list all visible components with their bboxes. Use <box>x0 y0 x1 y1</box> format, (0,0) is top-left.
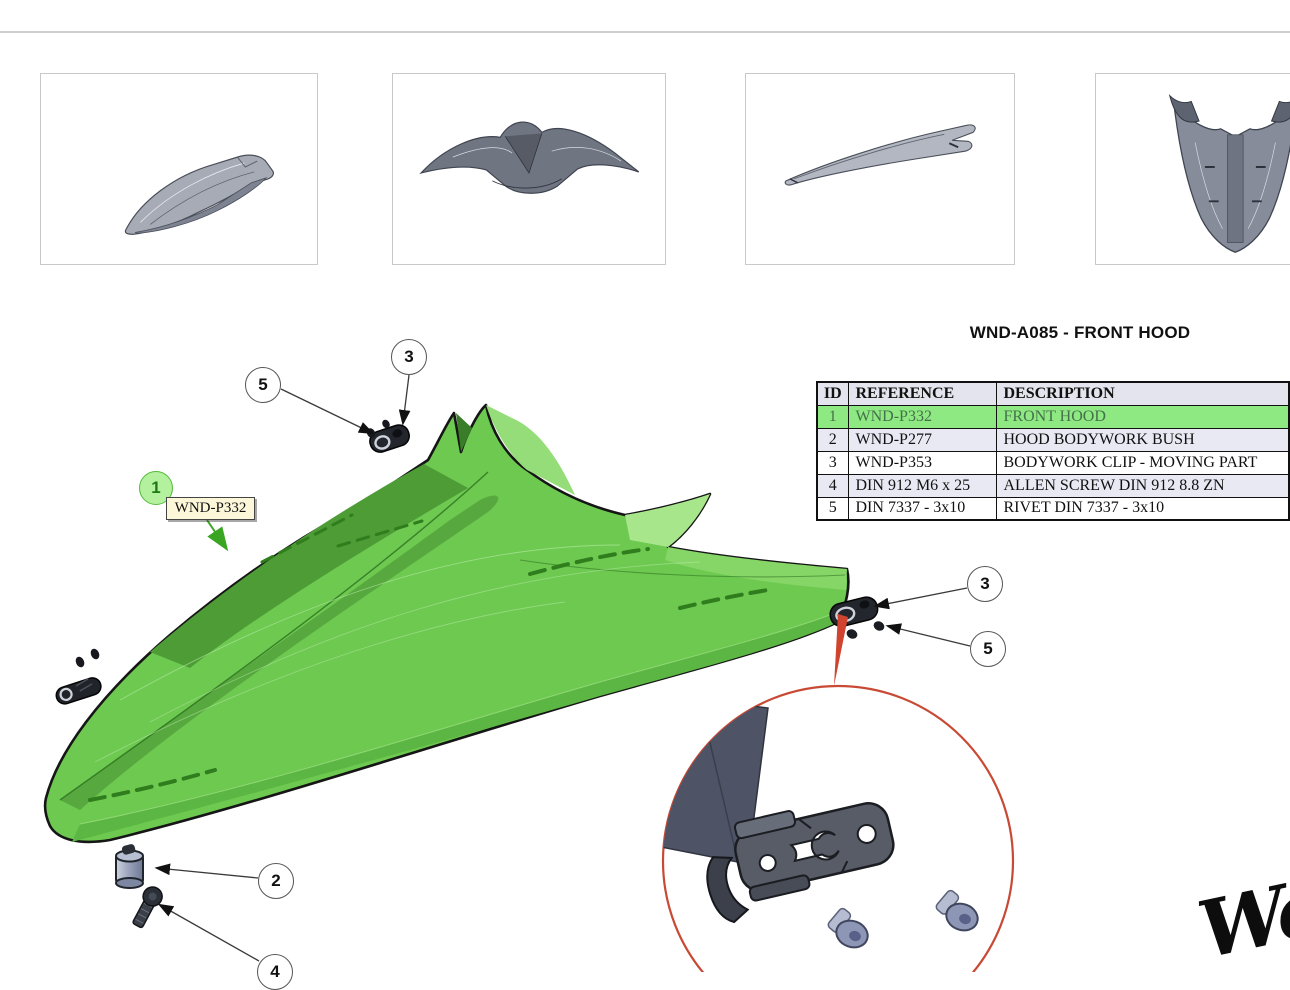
cell-description: RIVET DIN 7337 - 3x10 <box>995 496 1290 521</box>
cell-reference: DIN 912 M6 x 25 <box>847 473 997 498</box>
cell-reference: DIN 7337 - 3x10 <box>847 496 997 521</box>
header-id: ID <box>816 381 849 406</box>
callout-5-right-number: 5 <box>983 639 993 658</box>
part-rivets-left[interactable] <box>74 647 101 668</box>
cell-description: ALLEN SCREW DIN 912 8.8 ZN <box>995 473 1290 498</box>
cell-id: 2 <box>816 427 849 452</box>
hood-front-drawing <box>419 121 640 194</box>
cell-id: 5 <box>816 496 849 521</box>
callout-3-right[interactable]: 3 <box>967 566 1003 602</box>
thumbnail-hood-isometric-view[interactable] <box>40 73 318 265</box>
part-bush[interactable] <box>115 843 144 889</box>
callout-5-right[interactable]: 5 <box>970 631 1006 667</box>
callout-4[interactable]: 4 <box>257 954 293 990</box>
callout-5-top-number: 5 <box>258 375 268 394</box>
callout-3-right-number: 3 <box>980 574 990 593</box>
cell-reference: WND-P353 <box>847 450 997 475</box>
cell-id: 3 <box>816 450 849 475</box>
part-front-hood[interactable] <box>43 403 850 844</box>
hood-side-drawing <box>784 124 976 186</box>
assembly-title: WND-A085 - FRONT HOOD <box>969 323 1191 342</box>
parts-table-header-row: ID REFERENCE DESCRIPTION <box>816 381 1290 406</box>
thumbnail-hood-side-view[interactable] <box>745 73 1015 265</box>
cell-reference: WND-P332 <box>847 404 997 429</box>
part-label-wnd-p332: WND-P332 <box>166 497 255 520</box>
thumbnail-hood-front-view[interactable] <box>392 73 666 265</box>
cell-reference: WND-P277 <box>847 427 997 452</box>
cell-description: FRONT HOOD <box>995 404 1290 429</box>
callout-3-top-number: 3 <box>404 347 414 366</box>
cell-description: HOOD BODYWORK BUSH <box>995 427 1290 452</box>
detail-pointer-wedge <box>834 614 848 686</box>
leader-lines <box>154 374 971 962</box>
cell-description: BODYWORK CLIP - MOVING PART <box>995 450 1290 475</box>
brand-logo: Won <box>1191 851 1290 972</box>
thumbnail-hood-top-view[interactable] <box>1095 73 1290 265</box>
cell-id: 4 <box>816 473 849 498</box>
callout-4-number: 4 <box>270 962 280 981</box>
part-clip-left[interactable] <box>54 676 103 706</box>
detail-clip-part <box>706 802 895 924</box>
detail-screw-1 <box>827 907 869 949</box>
header-description: DESCRIPTION <box>995 381 1290 406</box>
header-reference: REFERENCE <box>847 381 997 406</box>
callout-2[interactable]: 2 <box>258 863 294 899</box>
callout-2-number: 2 <box>271 871 281 890</box>
cell-id: 1 <box>816 404 849 429</box>
hood-top-drawing <box>1168 93 1290 253</box>
header-separator-line <box>0 31 1290 33</box>
part-clip-top[interactable] <box>367 422 412 454</box>
detail-screw-2 <box>935 889 979 932</box>
part-rivets-right[interactable] <box>845 620 886 641</box>
hood-isometric-drawing <box>124 154 274 235</box>
callout-1-number: 1 <box>151 478 161 497</box>
callout-3-top[interactable]: 3 <box>391 339 427 375</box>
label-arrow <box>206 519 229 552</box>
detail-circle <box>661 684 1015 972</box>
part-screw[interactable] <box>129 884 166 930</box>
callout-5-top[interactable]: 5 <box>245 367 281 403</box>
